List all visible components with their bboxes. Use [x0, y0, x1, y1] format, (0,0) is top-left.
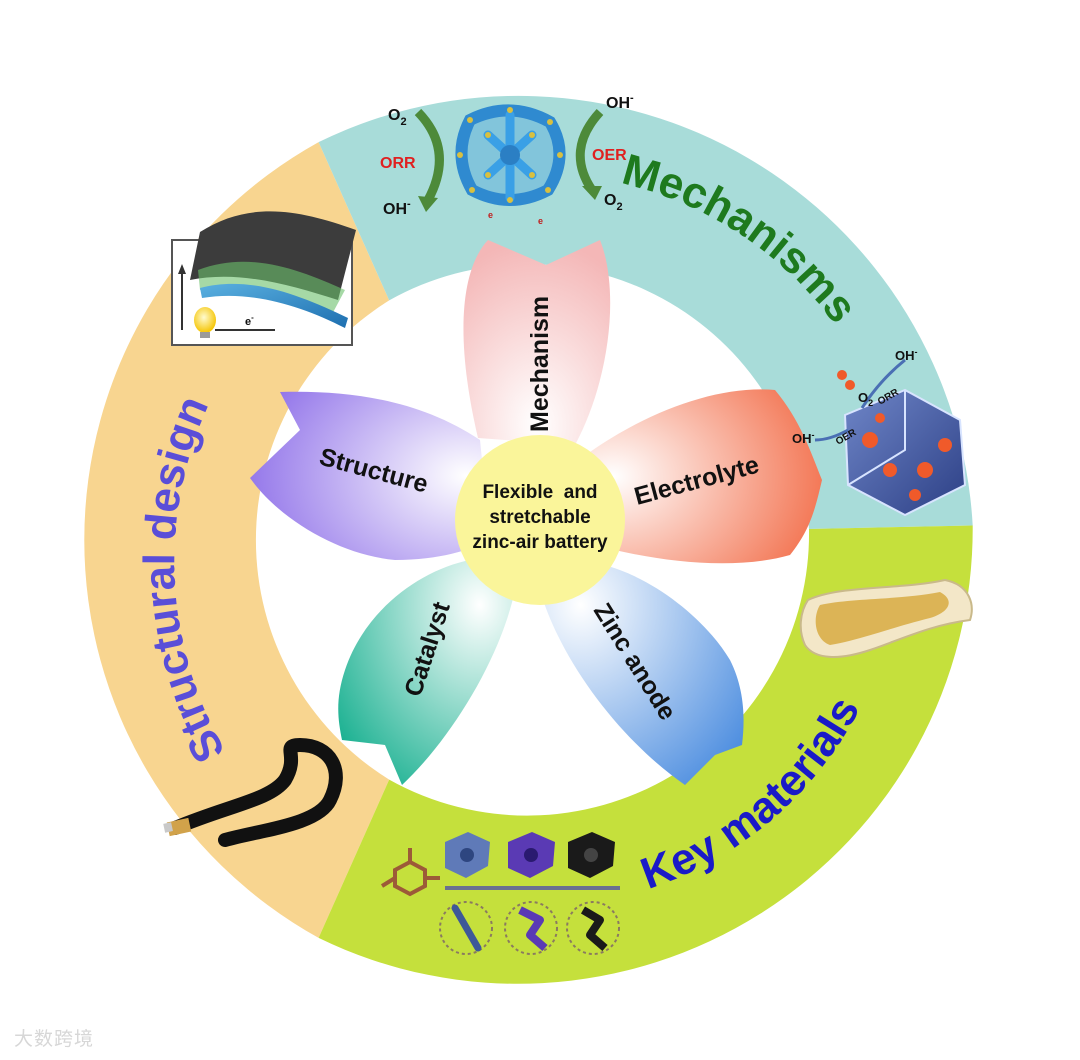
gel-electrolyte-image [799, 578, 973, 658]
petal-mechanism: Mechanism [463, 240, 611, 445]
mechanisms-band [318, 95, 973, 529]
orr-arrow [414, 108, 444, 203]
catalyst-framework-illustration [455, 104, 566, 206]
lightbulb-icon [194, 307, 216, 333]
o2-left-label: O2 [388, 107, 407, 128]
electron-right-label: e [538, 216, 543, 226]
precursor-molecule-illustration [380, 848, 440, 897]
electron-label: e- [245, 313, 254, 328]
cube-o2-label: O2 [858, 390, 873, 408]
fiber-battery-image [163, 737, 343, 847]
catalyst-cube-image: OH- O2 ORR OER OH- [792, 347, 967, 517]
center-title-line-2: stretchable [489, 507, 590, 528]
petal-structure: Structure [250, 391, 490, 560]
electron-left-label: e [488, 210, 493, 220]
oh-right-label: OH- [606, 92, 634, 112]
petal-catalyst: Catalyst [338, 560, 515, 785]
petal-zinc-anode: Zinc anode [540, 560, 744, 785]
o2-right-label: O2 [604, 192, 623, 213]
oer-label: OER [592, 147, 627, 164]
oer-arrow [575, 108, 604, 193]
center-title-line-3: zinc-air battery [472, 532, 608, 553]
petal-electrolyte: Electrolyte [590, 389, 822, 564]
porous-material-evolution-image [380, 832, 620, 955]
watermark-text: 大数跨境 [14, 1028, 95, 1050]
center-hub: Flexible and stretchable zinc-air batter… [455, 435, 625, 605]
framework-purple [508, 832, 555, 878]
cube-oh-top-label: OH- [895, 347, 918, 363]
oh-left-label: OH- [383, 198, 411, 218]
petal-label-mechanism: Mechanism [526, 296, 554, 432]
flexible-device-image: e- [171, 211, 356, 346]
framework-blue [445, 832, 490, 878]
orr-oer-mechanism-image: O2 ORR OH- OH- OER O2 e e [380, 92, 634, 226]
cube-oh-left-label: OH- [792, 430, 815, 446]
framework-black [568, 832, 615, 878]
center-title-line-1: Flexible and [482, 482, 597, 503]
orr-label: ORR [380, 155, 416, 172]
